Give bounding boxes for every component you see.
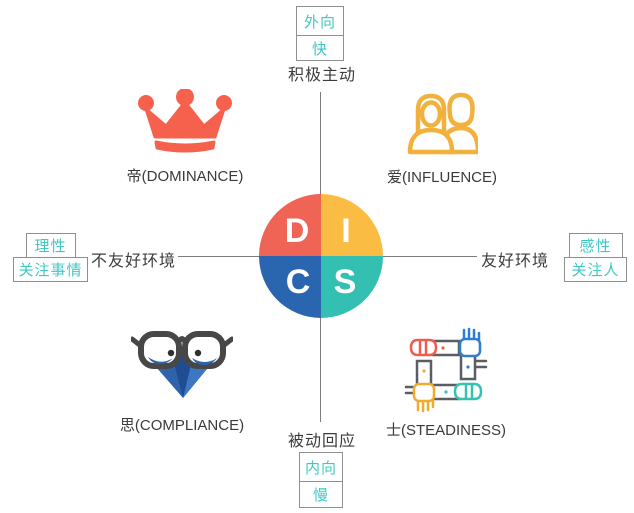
tag-emotional: 感性 xyxy=(568,233,623,258)
bottom-axis-label: 被动回应 xyxy=(287,433,356,450)
left-axis-tags: 理性 关注事情 xyxy=(13,233,88,282)
quadrant-dominance: 帝(DOMINANCE) xyxy=(105,89,265,186)
quadrant-letter-c: C xyxy=(259,256,321,318)
left-axis-label: 不友好环境 xyxy=(90,253,176,270)
quadrant-steadiness: 士(STEADINESS) xyxy=(366,327,526,440)
crown-icon xyxy=(138,89,232,153)
top-axis-tags: 外向 快 xyxy=(296,6,344,61)
tag-rational: 理性 xyxy=(25,233,76,258)
tag-focus-on-things: 关注事情 xyxy=(13,257,88,282)
quadrant-letter-i: I xyxy=(321,194,383,256)
dominance-label: 帝(DOMINANCE) xyxy=(126,168,244,185)
quadrant-compliance: 思(COMPLIANCE) xyxy=(102,326,262,435)
disc-center-circle: D I C S xyxy=(259,194,383,318)
tag-focus-on-people: 关注人 xyxy=(564,257,627,282)
tag-introvert: 内向 xyxy=(299,452,343,482)
top-axis-label: 积极主动 xyxy=(287,67,356,84)
quadrant-influence: 爱(INFLUENCE) xyxy=(362,86,522,187)
teamwork-hands-icon xyxy=(404,327,488,413)
glasses-mask-icon xyxy=(131,331,233,398)
quadrant-letter-s: S xyxy=(321,256,383,318)
quadrant-letter-d: D xyxy=(259,194,321,256)
influence-label: 爱(INFLUENCE) xyxy=(386,169,497,186)
tag-slow: 慢 xyxy=(299,481,343,508)
tag-fast: 快 xyxy=(296,35,344,61)
right-axis-label: 友好环境 xyxy=(481,253,550,270)
two-people-icon xyxy=(407,92,478,155)
steadiness-label: 士(STEADINESS) xyxy=(385,422,506,439)
tag-extrovert: 外向 xyxy=(296,6,344,36)
right-axis-tags: 感性 关注人 xyxy=(564,233,627,282)
compliance-label: 思(COMPLIANCE) xyxy=(119,417,245,434)
bottom-axis-tags: 内向 慢 xyxy=(299,452,343,508)
